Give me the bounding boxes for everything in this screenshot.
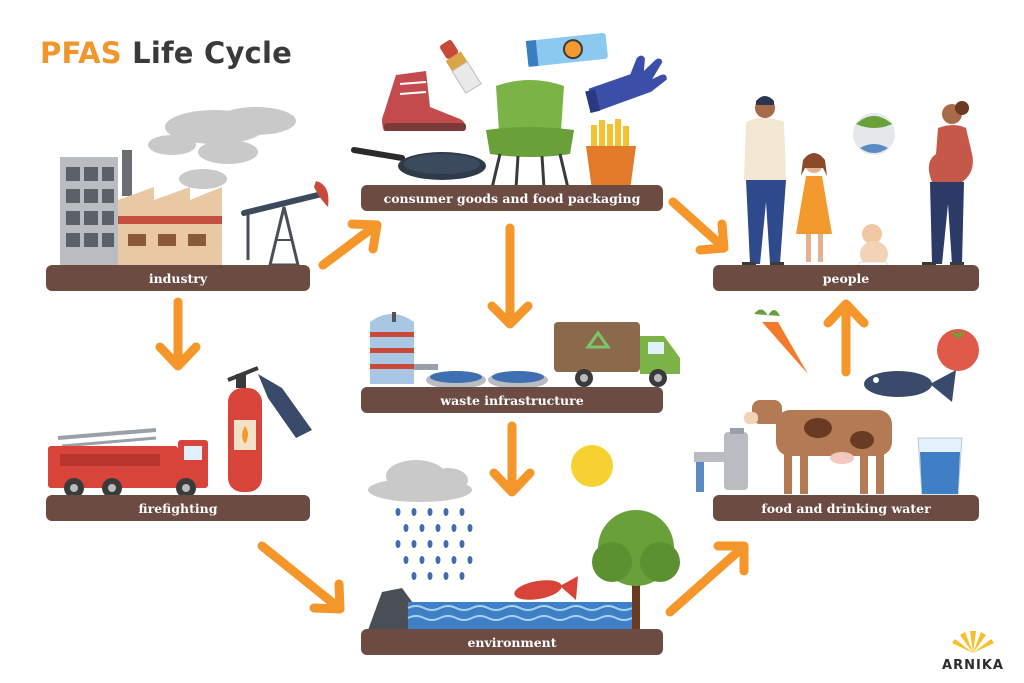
arrow-environment-to-food (665, 541, 749, 617)
water-tap (694, 428, 748, 492)
rock (368, 588, 418, 630)
water-waves (407, 602, 633, 630)
garbage-truck (554, 322, 680, 387)
waste-illustration (370, 312, 680, 389)
water-glass (917, 437, 963, 495)
title-accent: PFAS (40, 36, 122, 70)
people-illustration (742, 96, 973, 271)
node-consumer-goods: consumer goods and food packaging (361, 185, 663, 211)
tomato (937, 329, 979, 371)
smoke-clouds (148, 107, 296, 189)
arrow-industry-to-consumer (318, 219, 382, 270)
arrow-firefighting-to-environment (257, 541, 345, 614)
tree (592, 510, 680, 630)
fire-truck (48, 428, 208, 498)
arnika-logo: ARNIKA (940, 621, 1006, 673)
node-food-and-drinking-water: food and drinking water (713, 495, 979, 521)
french-fries (586, 119, 636, 190)
firefighting-illustration (48, 366, 312, 498)
oil-pump (241, 181, 329, 267)
lipstick (440, 40, 482, 94)
page-title: PFAS Life Cycle (40, 36, 292, 70)
arrow-food-to-people (823, 299, 869, 377)
boot (382, 71, 466, 131)
node-industry: industry (46, 265, 310, 291)
food-illustration (694, 309, 979, 495)
arrow-consumer-to-waste (487, 223, 533, 329)
arrow-waste-to-environment (489, 421, 535, 497)
rain-cloud (368, 460, 472, 502)
sun-burst-icon (952, 631, 994, 653)
carrot (754, 309, 808, 374)
treatment-basins (426, 371, 548, 389)
node-firefighting: firefighting (46, 495, 310, 521)
flow-arrows (155, 197, 869, 617)
arrow-consumer-to-people (668, 197, 729, 255)
title-rest: Life Cycle (132, 36, 292, 70)
node-people: people (713, 265, 979, 291)
water-tank (370, 312, 438, 384)
pregnant-woman (922, 101, 973, 266)
man (742, 96, 786, 266)
logo-text: ARNIKA (942, 658, 1004, 673)
raindrops (395, 508, 473, 580)
industry-illustration (60, 107, 329, 267)
cow (744, 400, 892, 494)
fire-extinguisher (227, 366, 312, 492)
fish (864, 370, 956, 402)
sun (571, 445, 613, 487)
baby (857, 224, 889, 271)
ball (853, 113, 895, 155)
consumer-goods-illustration (351, 32, 667, 190)
frying-pan (351, 147, 486, 180)
jumping-fish (514, 576, 578, 600)
environment-illustration (368, 445, 680, 630)
arrow-industry-to-firefighting (155, 297, 201, 371)
node-waste-infrastructure: waste infrastructure (361, 387, 663, 413)
girl (796, 153, 832, 262)
glove (585, 55, 667, 114)
chair (486, 80, 574, 189)
sunscreen-tube (525, 32, 608, 67)
node-environment: environment (361, 629, 663, 655)
